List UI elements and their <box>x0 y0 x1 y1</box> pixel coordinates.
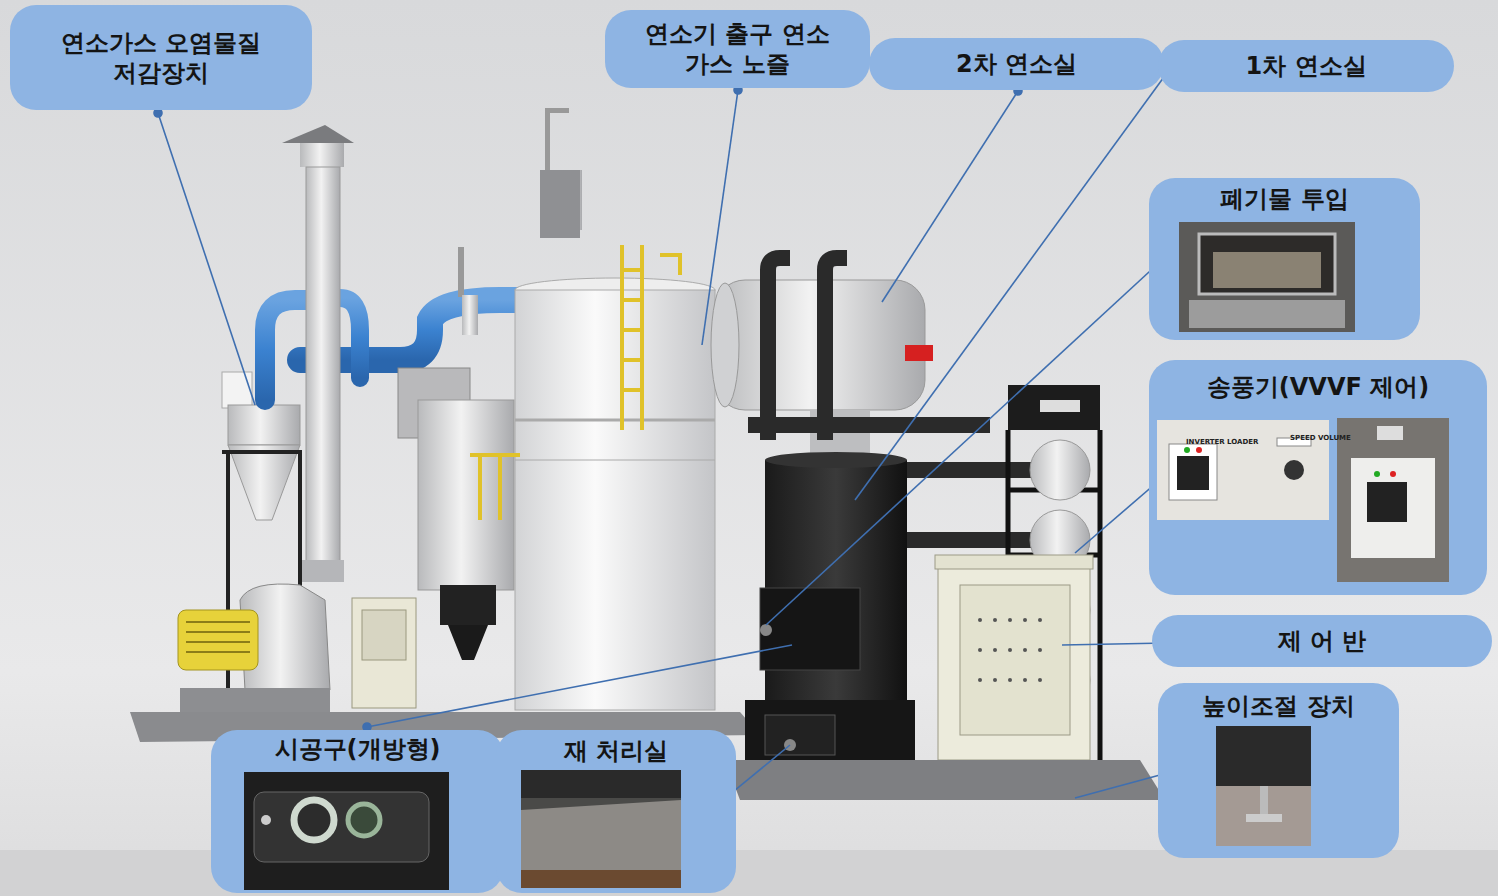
inset-photo <box>1179 222 1355 332</box>
callout-bubble: 1차 연소실 <box>1158 40 1454 92</box>
panel-marking: INVERTER LOADER <box>1186 438 1259 446</box>
callout-bubble: 연소기 출구 연소가스 노즐 <box>605 10 870 88</box>
callout-label: 연소가스 오염물질저감장치 <box>51 28 271 88</box>
callout-label: 연소기 출구 연소가스 노즐 <box>638 19 838 79</box>
control-panel-cabinet <box>935 555 1093 760</box>
leader-line <box>154 62 1176 804</box>
exhaust-stack <box>282 125 354 582</box>
callout-label: 폐기물 투입 <box>1149 184 1420 214</box>
callout-bubble: 연소가스 오염물질저감장치 <box>10 5 312 110</box>
callout-label: 높이조절 장치 <box>1158 691 1399 721</box>
callout-label: 1차 연소실 <box>1158 51 1454 81</box>
inset-photo <box>244 772 449 890</box>
callout-label: 제 어 반 <box>1152 626 1492 656</box>
primary-chamber <box>745 452 915 762</box>
callout-bubble: 재 처리실 <box>496 730 736 893</box>
base-plate <box>725 760 1165 800</box>
callout-bubble: 폐기물 투입 <box>1149 178 1420 340</box>
callout-bubble: 시공구(개방형) <box>211 730 504 893</box>
callout-label: 송풍기(VVVF 제어) <box>1149 372 1487 402</box>
callout-bubble: 높이조절 장치 <box>1158 683 1399 858</box>
scrubber-tank <box>352 247 514 708</box>
callout-label: 재 처리실 <box>496 736 736 766</box>
inset-photo <box>1337 418 1449 582</box>
callout-bubble: 2차 연소실 <box>869 38 1164 90</box>
callout-label: 2차 연소실 <box>869 49 1164 79</box>
scrubber-tower <box>470 108 715 710</box>
callout-label: 시공구(개방형) <box>211 734 504 764</box>
inset-photo <box>521 770 681 888</box>
callout-bubble: 송풍기(VVVF 제어) <box>1149 360 1487 595</box>
panel-marking: SPEED VOLUME <box>1290 434 1351 442</box>
callout-bubble: 제 어 반 <box>1152 615 1492 667</box>
inset-photo <box>1216 726 1311 846</box>
induced-fan <box>178 584 330 712</box>
